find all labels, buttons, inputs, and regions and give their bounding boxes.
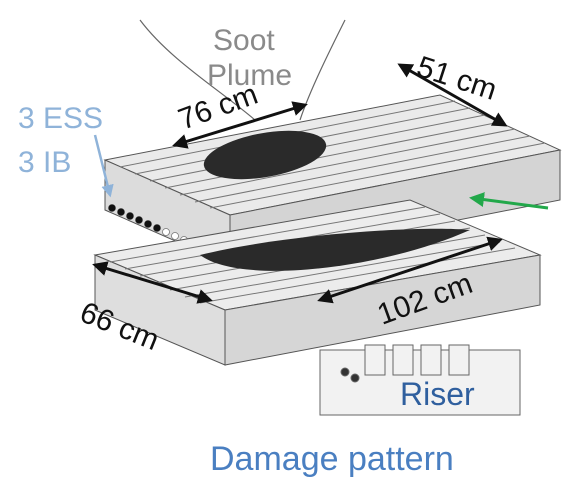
soot-plume-label-2: Plume [207, 59, 292, 92]
riser-label: Riser [400, 376, 475, 412]
dim-arrow-66cm [92, 261, 213, 304]
plume-curve-right [299, 19, 346, 121]
ess-ib-tubes [108, 204, 161, 232]
green-arrow [469, 192, 549, 210]
dim-arrow-76cm [172, 101, 308, 149]
caption: Damage pattern [210, 440, 454, 478]
riser-structure [319, 344, 521, 416]
ib-label: 3 IB [18, 146, 71, 179]
dim-arrow-51cm [397, 63, 508, 127]
soot-plume-label-1: Soot [213, 24, 275, 57]
ess-label: 3 ESS [18, 102, 103, 135]
ess-pointer [93, 134, 114, 198]
dim-arrow-102cm [317, 236, 503, 304]
